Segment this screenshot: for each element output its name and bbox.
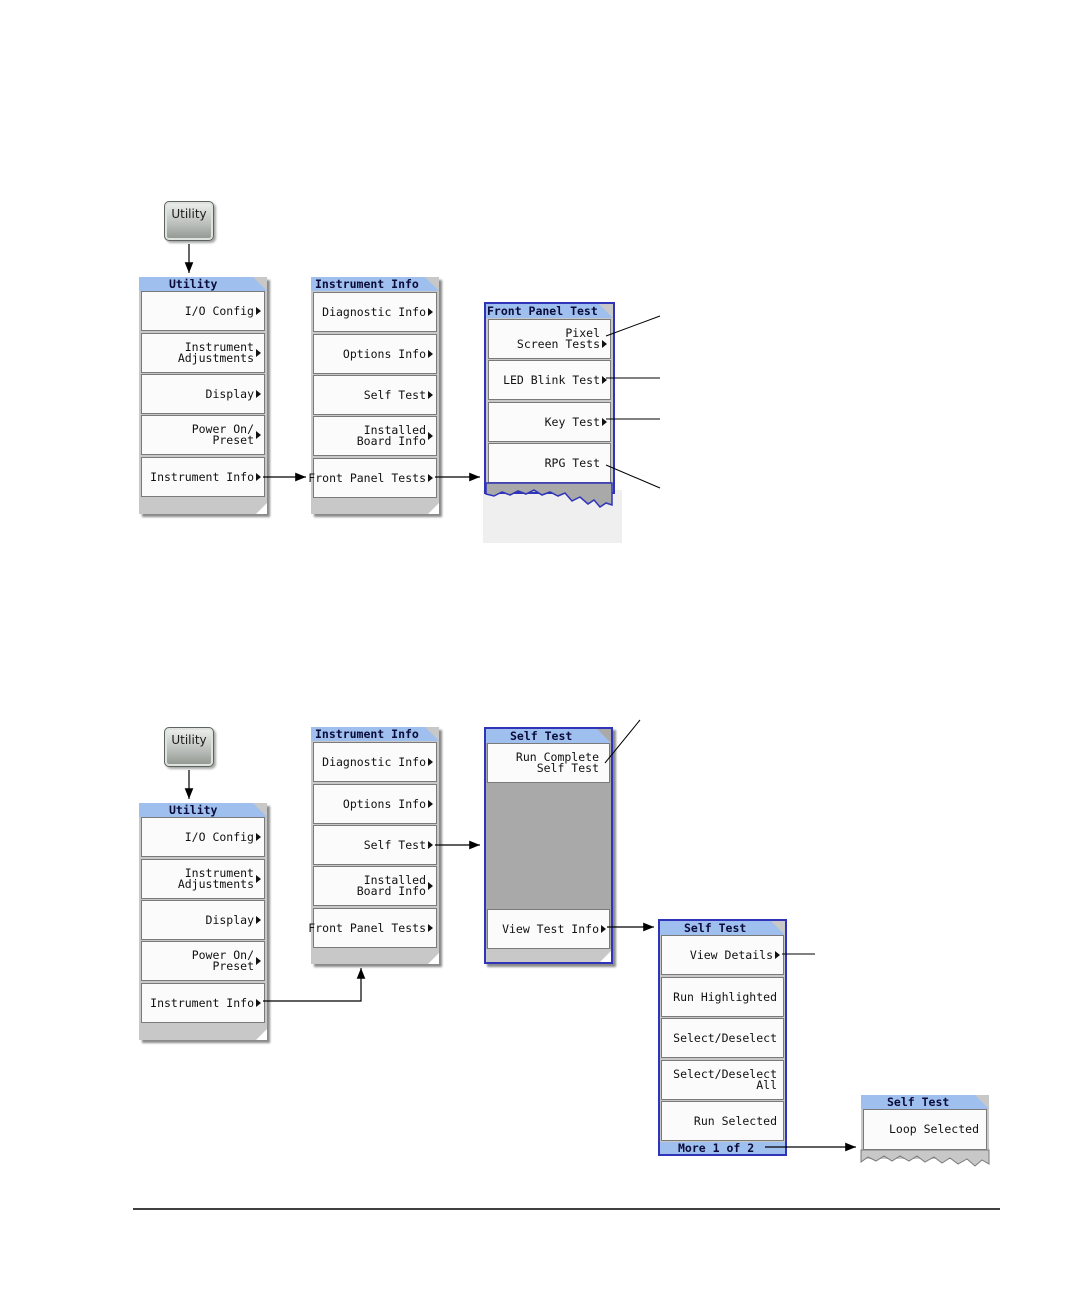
softkey-self-test[interactable]: Self Test (313, 375, 437, 415)
callout-line-pixel (605, 315, 661, 337)
submenu-arrow-icon (256, 307, 261, 315)
softkey-run-selected[interactable]: Run Selected (661, 1101, 784, 1141)
menu-title: Instrument Info (311, 277, 439, 291)
submenu-arrow-icon (428, 882, 433, 890)
submenu-arrow-icon (428, 924, 433, 932)
more-page-indicator[interactable]: More 1 of 2 (660, 1142, 785, 1154)
instrument-info-menu: Instrument Info Diagnostic Info Options … (308, 727, 439, 964)
submenu-arrow-icon (256, 390, 261, 398)
softkey-power-on-preset[interactable]: Power On/Preset (141, 415, 265, 455)
softkey-display[interactable]: Display (141, 374, 265, 414)
submenu-arrow-icon (256, 999, 261, 1007)
softkey-led-blink-test[interactable]: LED Blink Test (488, 360, 611, 400)
submenu-arrow-icon (428, 308, 433, 316)
submenu-arrow-icon (256, 349, 261, 357)
submenu-arrow-icon (256, 916, 261, 924)
submenu-arrow-icon (602, 376, 607, 384)
softkey-run-highlighted[interactable]: Run Highlighted (661, 977, 784, 1017)
utility-hardkey-label: Utility (171, 207, 207, 221)
softkey-io-config[interactable]: I/O Config (141, 291, 265, 331)
submenu-arrow-icon (256, 957, 261, 965)
softkey-diagnostic-info[interactable]: Diagnostic Info (313, 742, 437, 782)
submenu-arrow-icon (256, 431, 261, 439)
softkey-instrument-info[interactable]: Instrument Info (141, 983, 265, 1023)
utility-hardkey[interactable]: Utility (164, 727, 214, 767)
softkey-view-details[interactable]: View Details (661, 935, 784, 975)
softkey-select-deselect[interactable]: Select/Deselect (661, 1018, 784, 1058)
utility-hardkey[interactable]: Utility (164, 201, 214, 241)
menu-title: Instrument Info (311, 727, 439, 741)
menu-title: Self Test (486, 729, 611, 743)
submenu-arrow-icon (256, 833, 261, 841)
softkey-key-test[interactable]: Key Test (488, 402, 611, 442)
menu-title: Utility (139, 803, 267, 817)
callout-line-run-complete (604, 719, 641, 764)
softkey-options-info[interactable]: Options Info (313, 784, 437, 824)
submenu-arrow-icon (601, 925, 606, 933)
menu-title: Self Test (861, 1095, 989, 1109)
submenu-arrow-icon (602, 418, 607, 426)
submenu-arrow-icon (256, 875, 261, 883)
torn-edge (860, 1149, 990, 1167)
submenu-arrow-icon (428, 800, 433, 808)
submenu-arrow-icon (602, 340, 607, 348)
softkey-loop-selected[interactable]: Loop Selected (863, 1109, 987, 1150)
menu-title: Front Panel Test (486, 304, 613, 318)
menu-title: Self Test (660, 921, 785, 935)
submenu-arrow-icon (428, 432, 433, 440)
utility-hardkey-label: Utility (171, 733, 207, 747)
submenu-arrow-icon (428, 841, 433, 849)
submenu-arrow-icon (775, 951, 780, 959)
submenu-arrow-icon (428, 391, 433, 399)
instrument-info-menu: Instrument Info Diagnostic Info Options … (308, 277, 439, 514)
arrow-instrument-info-to-submenu (263, 968, 366, 1002)
softkey-display[interactable]: Display (141, 900, 265, 940)
softkey-view-test-info[interactable]: View Test Info (487, 909, 610, 949)
softkey-self-test[interactable]: Self Test (313, 825, 437, 865)
callout-line-rpg (605, 464, 661, 489)
softkey-front-panel-tests[interactable]: Front Panel Tests (308, 908, 437, 948)
softkey-power-on-preset[interactable]: Power On/Preset (141, 941, 265, 981)
self-test-page2-menu: Self Test Loop Selected (861, 1095, 989, 1159)
softkey-diagnostic-info[interactable]: Diagnostic Info (313, 292, 437, 332)
softkey-options-info[interactable]: Options Info (313, 334, 437, 374)
submenu-arrow-icon (256, 473, 261, 481)
torn-edge (485, 482, 613, 508)
submenu-arrow-icon (428, 474, 433, 482)
menu-title: Utility (139, 277, 267, 291)
self-test-page1-menu: Self Test View Details Run Highlighted S… (658, 919, 787, 1156)
submenu-arrow-icon (428, 758, 433, 766)
softkey-front-panel-tests[interactable]: Front Panel Tests (308, 458, 437, 498)
softkey-io-config[interactable]: I/O Config (141, 817, 265, 857)
submenu-arrow-icon (428, 350, 433, 358)
